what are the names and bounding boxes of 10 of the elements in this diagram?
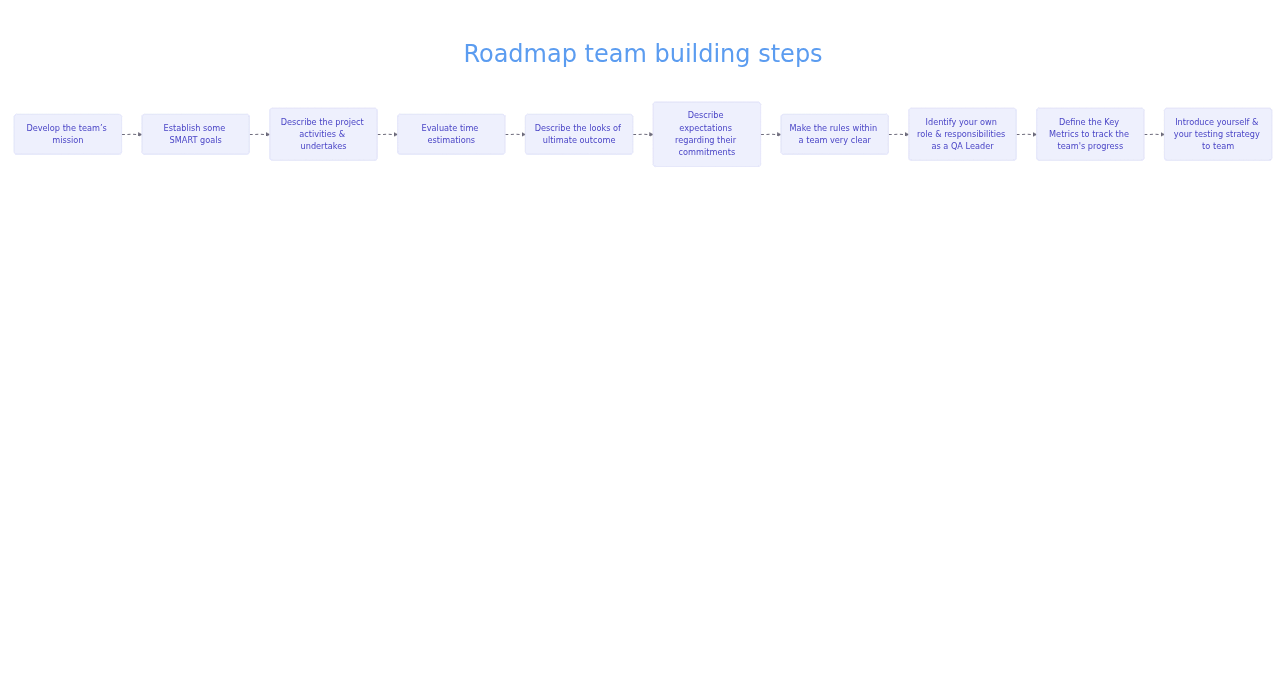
arrow: [376, 132, 399, 137]
arrow: [1143, 132, 1165, 137]
arrow: [760, 132, 782, 137]
arrow: [249, 132, 271, 137]
diagram-title: Roadmap team building steps: [462, 40, 824, 68]
arrow: [888, 132, 910, 137]
arrow: [1015, 132, 1038, 137]
arrow: [504, 132, 526, 137]
arrow: [121, 132, 143, 137]
arrow: [632, 132, 654, 137]
